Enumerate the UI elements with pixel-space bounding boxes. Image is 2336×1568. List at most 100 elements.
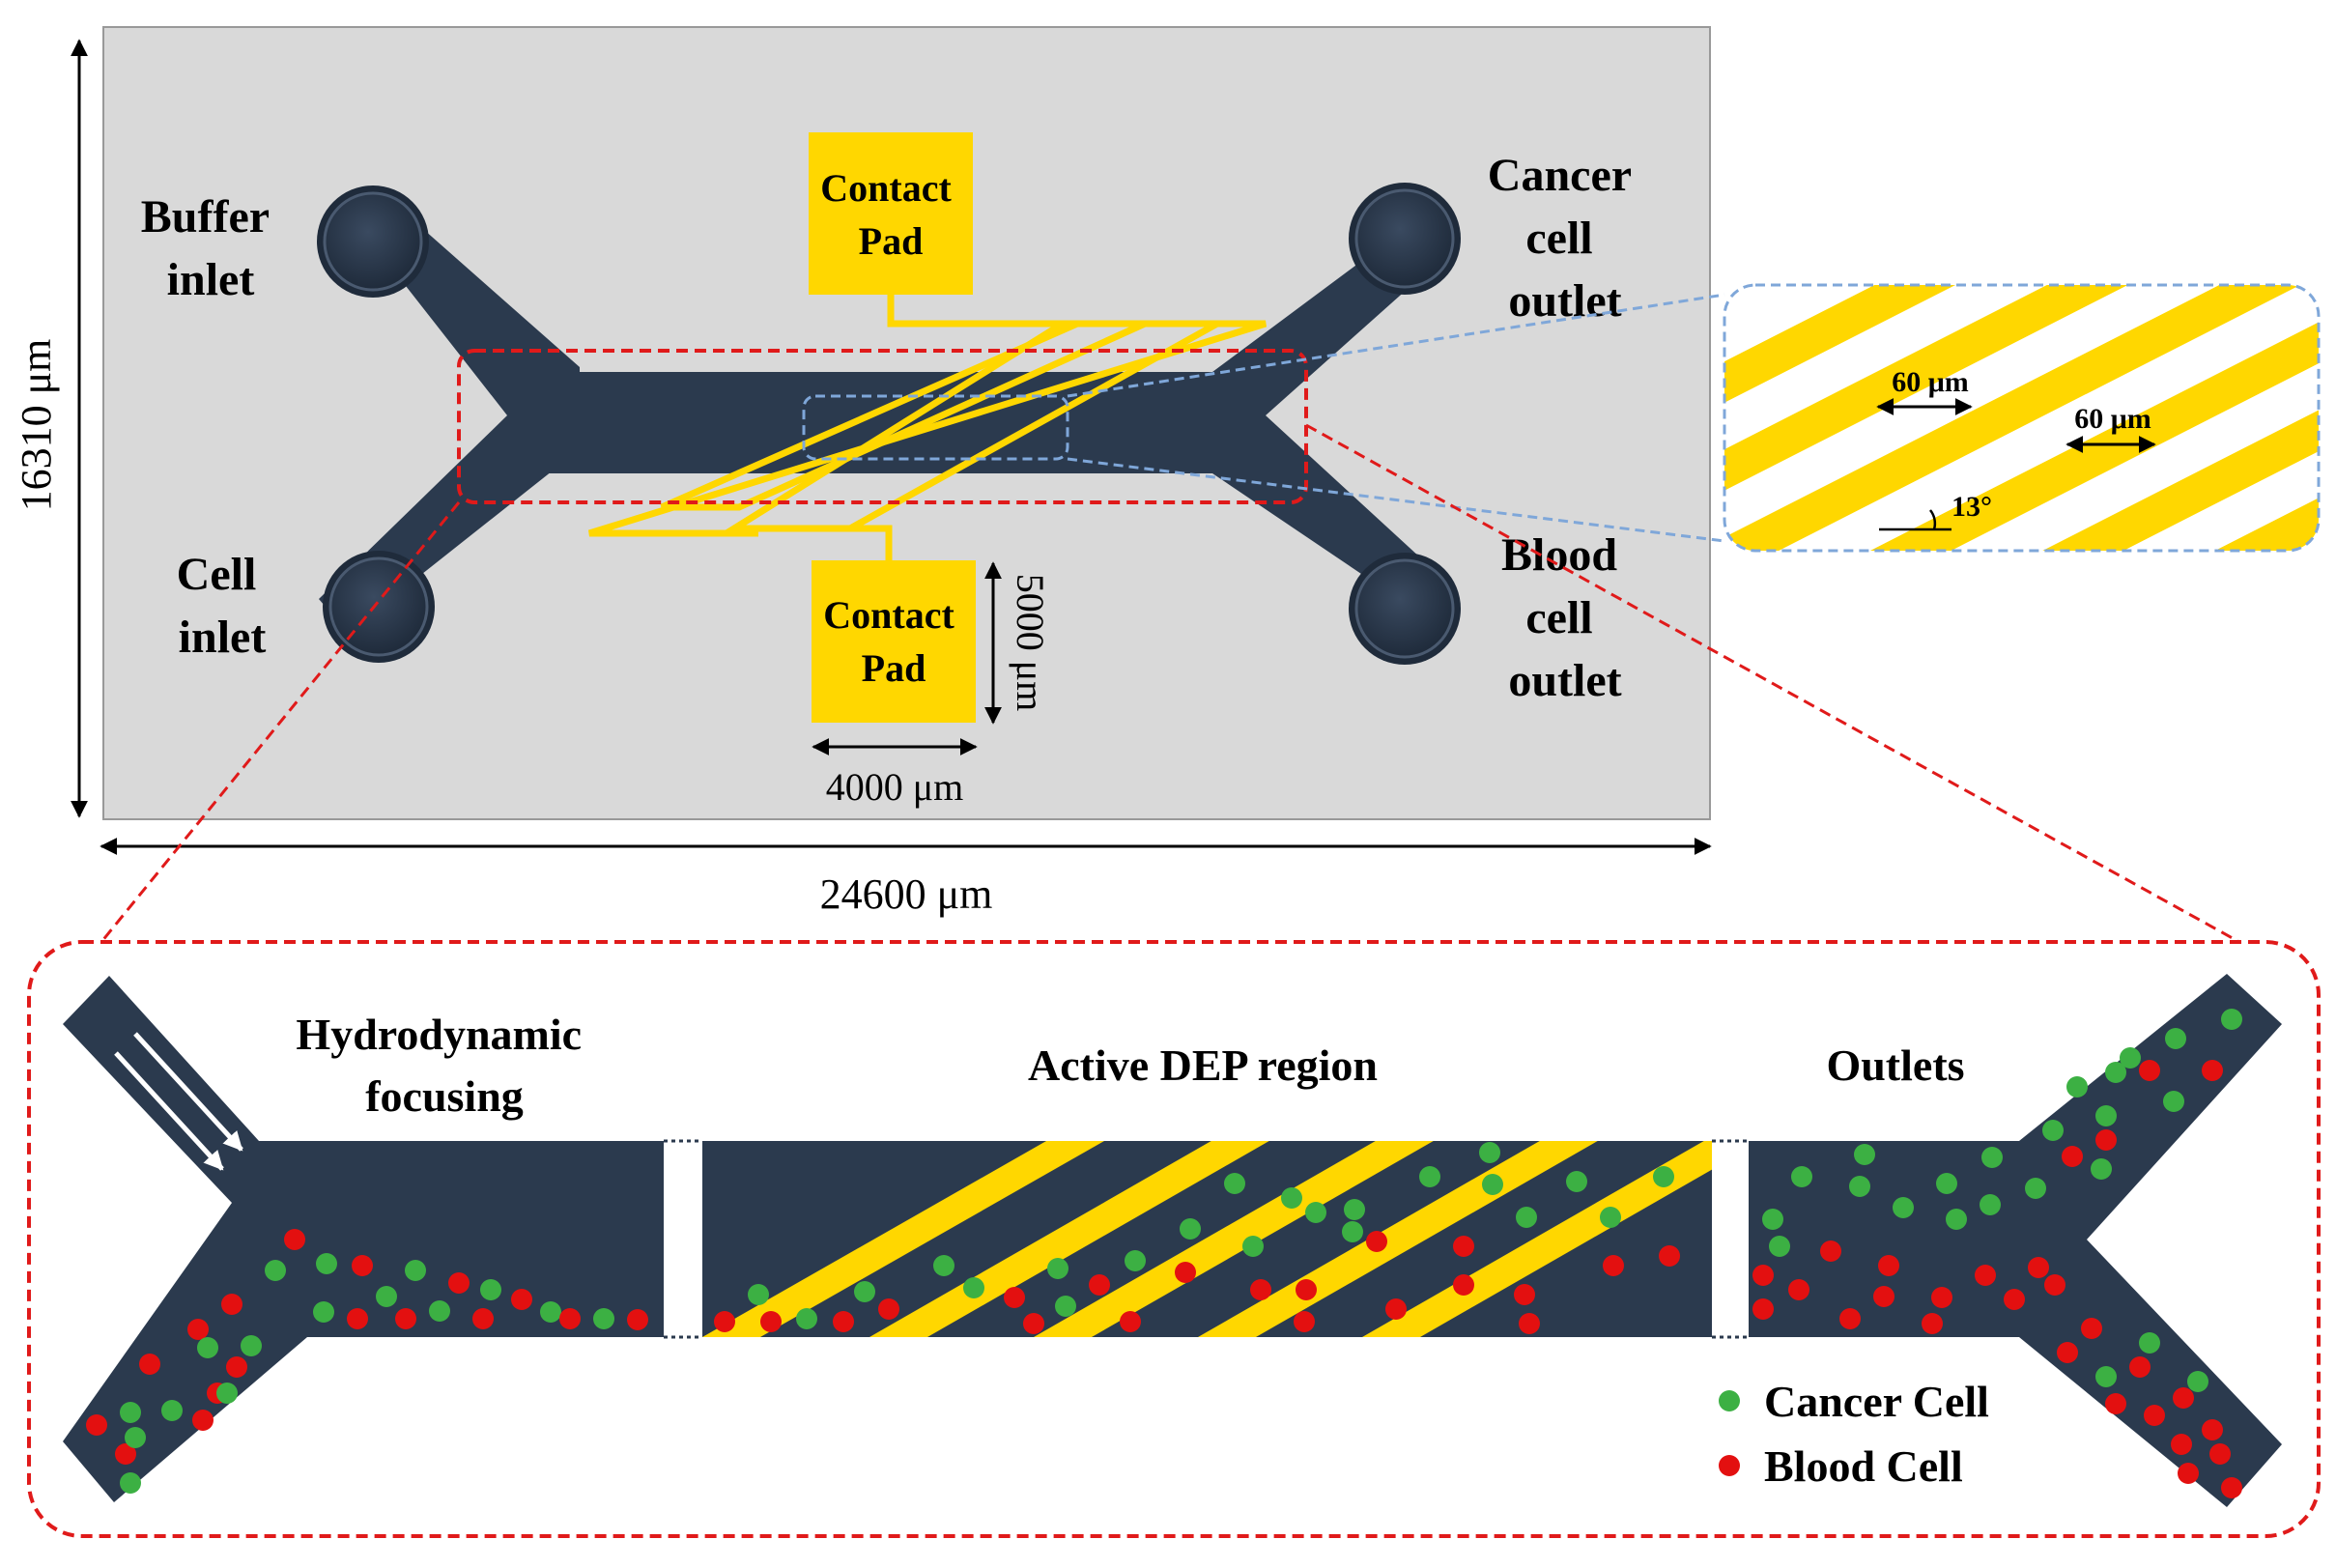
contact-pad-bottom <box>812 560 976 723</box>
blood-cell-marker <box>347 1308 368 1329</box>
cancer-cell-marker <box>2105 1062 2126 1083</box>
blood-cell-marker <box>1296 1279 1317 1300</box>
blood-cell-marker <box>221 1294 242 1315</box>
blood-cell-marker <box>2044 1274 2065 1296</box>
svg-text:Cell inlet: Cell inlet <box>177 549 269 663</box>
cancer-cell-marker <box>1769 1236 1790 1257</box>
blood-cell-marker <box>1294 1311 1315 1332</box>
cancer-cell-marker <box>2139 1332 2160 1354</box>
cancer-cell-marker <box>376 1286 397 1307</box>
cancer-cell-marker <box>1946 1209 1967 1230</box>
contact-pad-bottom-line2: Pad <box>862 646 926 690</box>
contact-pad-bottom-line1: Contact <box>823 593 954 637</box>
cancer-cell-marker <box>1305 1202 1326 1223</box>
contact-pad-top-line2: Pad <box>859 219 924 263</box>
blood-cell-marker <box>226 1356 247 1378</box>
blood-cell-marker <box>1453 1274 1474 1296</box>
cancer-cell-marker <box>1419 1166 1440 1187</box>
blood-outlet-port <box>1349 553 1461 665</box>
blood-cell-marker <box>2095 1129 2117 1151</box>
svg-text:Buffer inlet: Buffer inlet <box>141 191 280 305</box>
cancer-cell-marker <box>316 1253 337 1274</box>
cancer-cell-marker <box>854 1281 875 1302</box>
blood-cell-marker <box>1873 1286 1894 1307</box>
cancer-cell-marker <box>933 1255 954 1276</box>
detail-leader-right <box>1305 423 2240 944</box>
cancer-cell-marker <box>963 1277 984 1298</box>
blood-cell-marker <box>2171 1434 2192 1455</box>
electrode-angle-label: 13° <box>1951 491 1992 523</box>
cancer-outlet-label-2: cell <box>1525 213 1592 264</box>
blood-cell-marker <box>1004 1287 1025 1308</box>
cancer-cell-marker <box>1479 1142 1500 1163</box>
electrode-zoom-inset <box>1723 283 2321 553</box>
cancer-cell-marker <box>120 1402 141 1423</box>
blood-cell-marker <box>2057 1342 2078 1363</box>
buffer-inlet-label-1: Buffer <box>141 191 270 242</box>
svg-text:Contact Pad: Contact Pad <box>820 166 961 263</box>
cancer-cell-marker <box>1653 1166 1674 1187</box>
hydrodynamic-label-2: focusing <box>365 1071 524 1121</box>
legend: Cancer Cell Blood Cell <box>1719 1377 1989 1491</box>
cell-inlet-label-1: Cell <box>177 549 257 600</box>
angle-arc <box>1928 509 1937 530</box>
cancer-cell-marker <box>2025 1178 2046 1199</box>
cell-inlet-port <box>323 551 435 663</box>
blood-cell-marker <box>352 1255 373 1276</box>
blood-cell-marker <box>284 1229 305 1250</box>
cancer-cell-marker <box>1762 1209 1783 1230</box>
blood-cell-marker <box>1023 1313 1044 1334</box>
blood-cell-marker <box>511 1289 532 1310</box>
cancer-cell-marker <box>1180 1218 1201 1240</box>
cancer-cell-marker <box>2095 1105 2117 1126</box>
zoom-leader-bottom <box>1067 457 1725 543</box>
blood-cell-marker <box>139 1354 160 1375</box>
svg-text:Blood cell outlet: Blood cell outlet <box>1501 529 1629 706</box>
blood-outlet-label-2: cell <box>1525 592 1592 643</box>
cancer-cell-marker <box>748 1284 769 1305</box>
cancer-cell-marker <box>2165 1028 2186 1049</box>
blood-cell-marker <box>1839 1308 1861 1329</box>
blood-cell-marker <box>878 1298 899 1320</box>
cancer-cell-marker <box>1854 1144 1875 1165</box>
blood-cell-marker <box>2028 1257 2049 1278</box>
cancer-cell-marker <box>161 1400 183 1421</box>
cancer-cell-marker <box>2066 1076 2088 1098</box>
contact-pad-top-line1: Contact <box>820 166 952 210</box>
blood-cell-marker <box>2081 1318 2102 1339</box>
legend-cancer-label: Cancer Cell <box>1764 1377 1989 1426</box>
electrode-width-label: 60 μm <box>1892 366 1969 398</box>
cancer-cell-marker <box>1344 1199 1365 1220</box>
cancer-cell-marker <box>1791 1166 1812 1187</box>
pad-width-label: 4000 μm <box>826 765 964 809</box>
chip-height-label: 16310 μm <box>13 339 60 512</box>
blood-cell-marker <box>2139 1060 2160 1081</box>
cancer-cell-marker <box>1281 1187 1302 1209</box>
cell-inlet-label-2: inlet <box>179 612 267 663</box>
legend-cancer-marker <box>1719 1390 1740 1411</box>
blood-cell-marker <box>1788 1279 1809 1300</box>
cancer-cell-marker <box>2187 1371 2208 1392</box>
detail-panel <box>27 940 2321 1538</box>
blood-cell-marker <box>1514 1284 1535 1305</box>
pad-height-label: 5000 μm <box>1009 574 1052 712</box>
blood-cell-marker <box>627 1309 648 1330</box>
cancer-outlet-port <box>1349 183 1461 295</box>
cancer-outlet-label-1: Cancer <box>1488 150 1632 201</box>
cancer-cell-marker <box>2163 1091 2184 1112</box>
blood-cell-marker <box>1878 1255 1899 1276</box>
blood-cell-marker <box>115 1443 136 1465</box>
blood-cell-marker <box>1820 1240 1841 1262</box>
buffer-inlet-port <box>317 185 429 298</box>
svg-text:Contact Pad: Contact Pad <box>823 593 964 690</box>
zoom-region-box <box>802 394 1069 461</box>
microchannel <box>319 222 1444 633</box>
cancer-cell-marker <box>1980 1194 2001 1215</box>
blood-cell-marker <box>2004 1289 2025 1310</box>
blood-cell-marker <box>760 1311 782 1332</box>
cancer-cell-marker <box>125 1427 146 1448</box>
cancer-cell-marker <box>2091 1158 2112 1180</box>
legend-blood-marker <box>1719 1455 1740 1476</box>
dep-region-label: Active DEP region <box>1028 1041 1378 1090</box>
